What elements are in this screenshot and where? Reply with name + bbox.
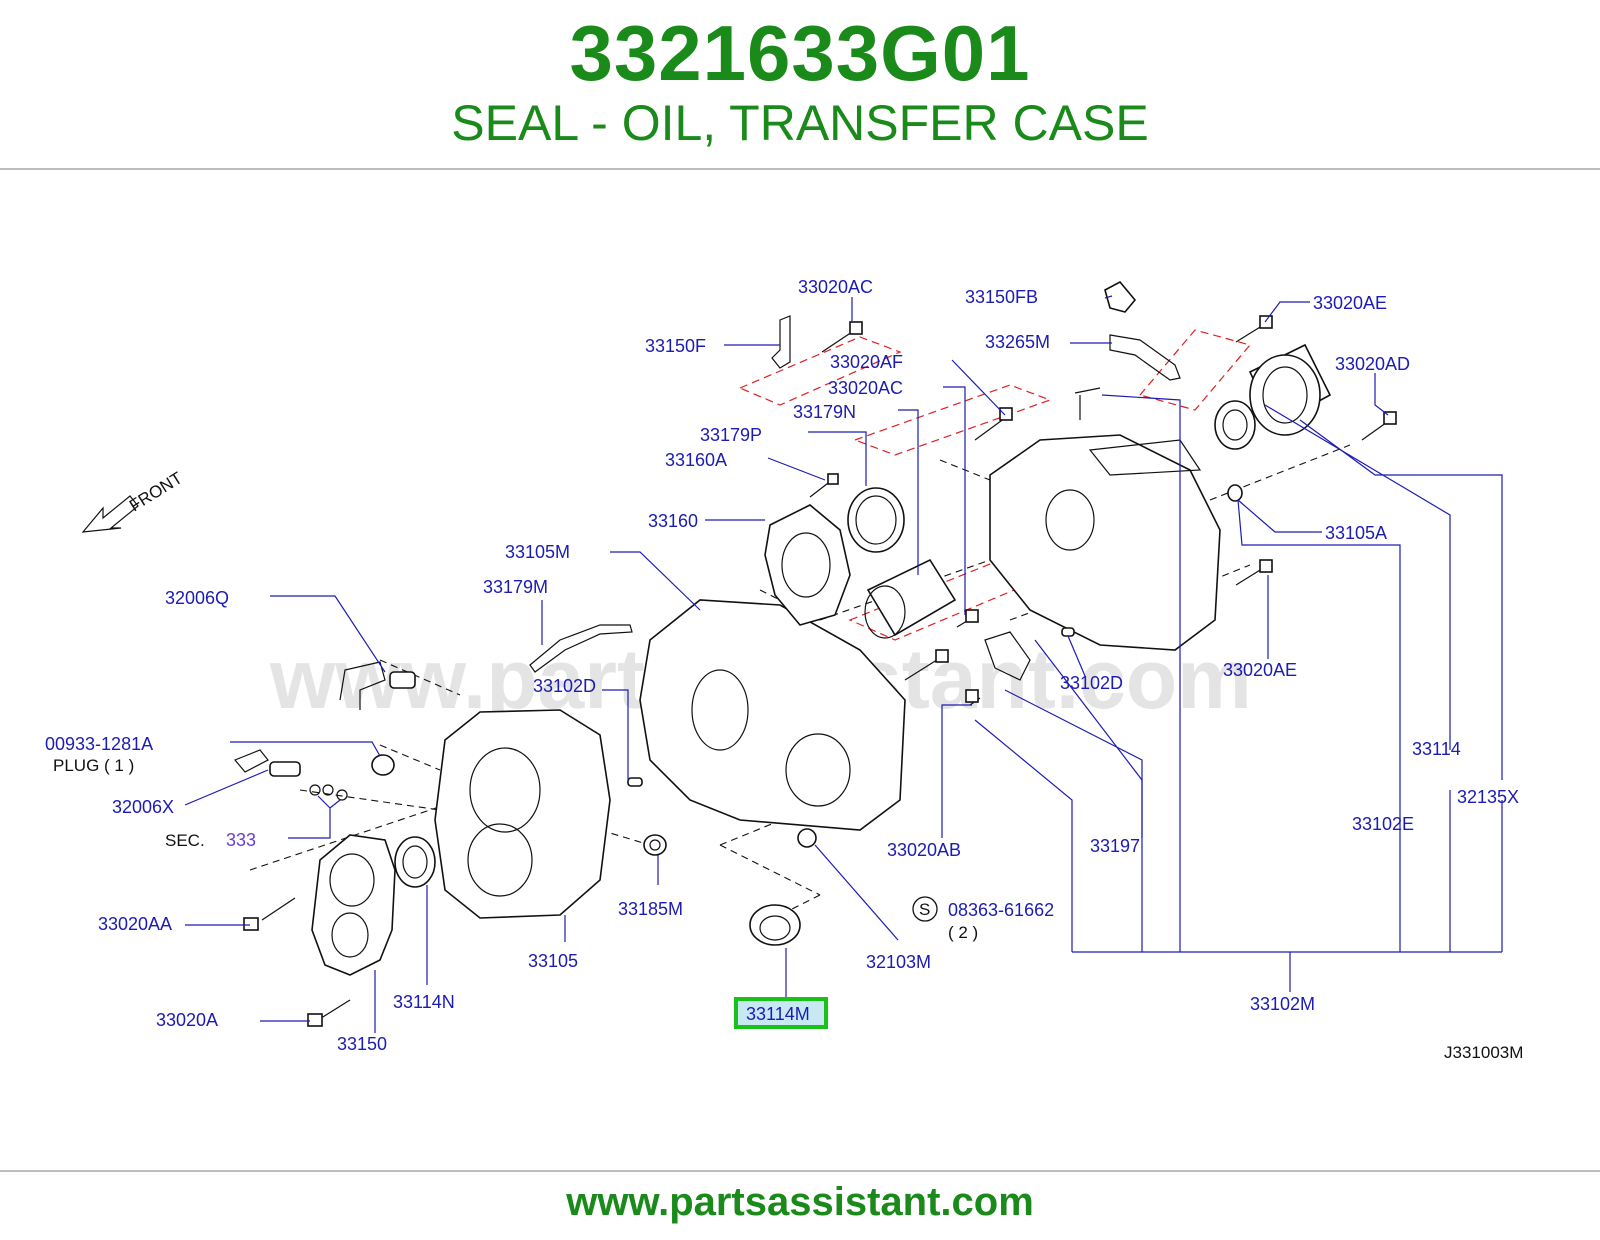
callout-33185M: 33185M: [618, 899, 683, 919]
callout-33114N: 33114N: [393, 992, 455, 1012]
callout-33020AD: 33020AD: [1335, 354, 1410, 374]
part-description: SEAL - OIL, TRANSFER CASE: [451, 95, 1149, 151]
sleeve-33020AC: [864, 558, 957, 639]
page-header: 3321633G01 SEAL - OIL, TRANSFER CASE: [0, 0, 1600, 170]
callout-33160A: 33160A: [665, 450, 727, 470]
footer-website-link[interactable]: www.partsassistant.com: [566, 1180, 1034, 1224]
cover-33150: [311, 834, 396, 976]
standard-part-symbol-letter: S: [919, 900, 930, 919]
highlighted-callout-label: 33114M: [746, 1004, 810, 1024]
callout-33020AF: 33020AF: [830, 352, 903, 372]
callout-33102D-left: 33102D: [533, 676, 596, 696]
sensor-32006X: [234, 749, 348, 801]
figure-code: J331003M: [1444, 1043, 1523, 1062]
standard-part-symbol: [912, 896, 938, 922]
bracket-33150F: [771, 315, 791, 369]
callout-32006Q: 32006Q: [165, 588, 229, 608]
seal-33114N: [394, 836, 436, 888]
callout-33102M: 33102M: [1250, 994, 1315, 1014]
bushing-32103M: [797, 828, 817, 848]
leader-lines: [184, 295, 1503, 1033]
clip-33150FB: [1104, 280, 1137, 313]
seal-33114M: [749, 904, 801, 946]
callout-33179M: 33179M: [483, 577, 548, 597]
section-number: 333: [226, 830, 256, 850]
front-arrow-icon: [81, 495, 139, 533]
callout-33179N: 33179N: [793, 402, 856, 422]
callout-32135X: 32135X: [1457, 787, 1519, 807]
callout-33020AE-mid: 33020AE: [1223, 660, 1297, 680]
callout-32006X: 32006X: [112, 797, 174, 817]
cover-33160: [764, 504, 851, 626]
bolt-icons: [243, 315, 1397, 1027]
section-label: SEC.: [165, 831, 205, 850]
dowel-33102D-left: [627, 777, 643, 787]
callout-33020AC-mid: 33020AC: [828, 378, 903, 398]
callout-33105A: 33105A: [1325, 523, 1387, 543]
callout-33160: 33160: [648, 511, 698, 531]
callout-08363-61662: 08363-61662: [948, 900, 1054, 920]
front-label: FRONT: [126, 468, 186, 515]
bracket-33179M: [529, 624, 633, 673]
plug-00933-1281A: [371, 754, 395, 776]
seal-33114: [1214, 400, 1256, 450]
bracket-33265M: [1109, 334, 1181, 381]
callout-33020AE-top: 33020AE: [1313, 293, 1387, 313]
case-33105: [434, 709, 611, 919]
part-number-title: 3321633G01: [569, 9, 1031, 97]
callout-labels: 33020AC 33150FB 33020AE 33150F 33020AF 3…: [45, 277, 1519, 1054]
callout-33179P: 33179P: [700, 425, 762, 445]
bracket-33197: [984, 631, 1031, 681]
callout-33105M: 33105M: [505, 542, 570, 562]
dowel-33102D-right: [1061, 627, 1075, 637]
callout-33150F: 33150F: [645, 336, 706, 356]
callout-32103M: 32103M: [866, 952, 931, 972]
header-divider: [0, 168, 1600, 170]
bearing-33185M: [643, 834, 667, 856]
breather-33105A: [1074, 387, 1243, 502]
dust-cover-32135X: [1248, 343, 1332, 436]
callout-00933-1281A: 00933-1281A: [45, 734, 153, 754]
standard-part-qty: ( 2 ): [948, 923, 978, 942]
callout-33150FB: 33150FB: [965, 287, 1038, 307]
case-33105M: [639, 599, 906, 831]
callout-33105: 33105: [528, 951, 578, 971]
callout-33020AC-top: 33020AC: [798, 277, 873, 297]
plug-note: PLUG ( 1 ): [53, 756, 134, 775]
callout-33265M: 33265M: [985, 332, 1050, 352]
callout-33020AA: 33020AA: [98, 914, 172, 934]
highlighted-callout-33114M[interactable]: 33114M: [734, 997, 828, 1029]
footer-divider: [0, 1170, 1600, 1172]
callout-33102D-right: 33102D: [1060, 673, 1123, 693]
ring-33179N: [847, 487, 905, 553]
sensor-32006Q: [339, 661, 416, 710]
callout-33102E: 33102E: [1352, 814, 1414, 834]
callout-33150: 33150: [337, 1034, 387, 1054]
callout-33197: 33197: [1090, 836, 1140, 856]
case-33102M: [989, 434, 1221, 651]
callout-33114: 33114: [1412, 739, 1461, 759]
callout-33020A: 33020A: [156, 1010, 218, 1030]
callout-33020AB: 33020AB: [887, 840, 961, 860]
